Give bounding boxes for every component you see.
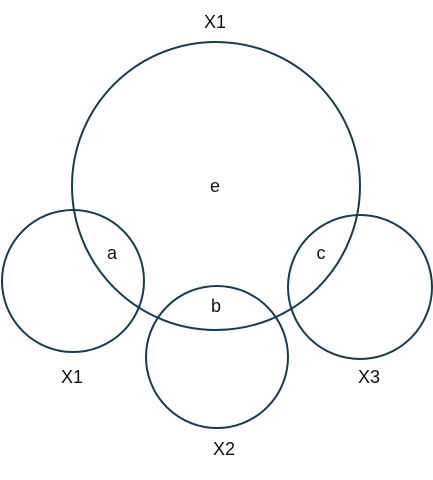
region-a-label: a: [107, 243, 118, 263]
big-set-circle: [71, 41, 361, 331]
region-e-label: e: [210, 176, 220, 196]
bottom-set-circle: [145, 285, 289, 429]
left-set-circle: [1, 209, 145, 353]
bottom-set-label: X2: [213, 439, 235, 459]
big-set-label: X1: [204, 12, 226, 32]
left-set-label: X1: [61, 367, 83, 387]
region-b-label: b: [211, 296, 221, 316]
region-c-label: c: [317, 243, 326, 263]
right-set-label: X3: [358, 367, 380, 387]
right-set-circle: [287, 214, 433, 360]
